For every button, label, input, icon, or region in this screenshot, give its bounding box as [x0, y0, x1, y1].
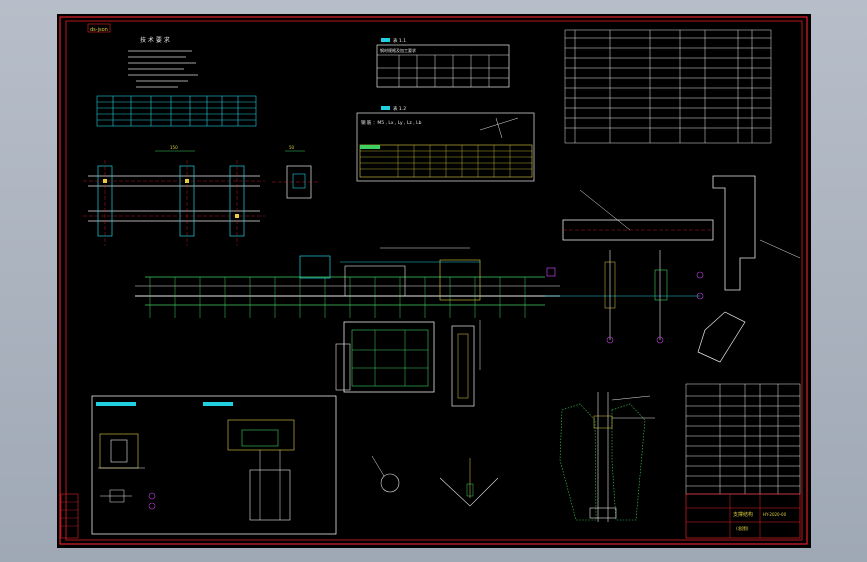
svg-text:表 1.1: 表 1.1 — [393, 37, 406, 44]
main-elevation-view — [135, 247, 560, 318]
drawing-sheet[interactable] — [57, 14, 811, 548]
svg-text:150: 150 — [170, 145, 178, 150]
svg-text:表 1.2: 表 1.2 — [393, 105, 406, 112]
foundation-section — [559, 392, 655, 522]
title-block-title: 支撑结构 — [733, 511, 753, 518]
svg-text:钢材规格及加工要求: 钢材规格及加工要求 — [380, 47, 416, 53]
revision-strip — [60, 493, 79, 539]
plan-view-assembly: 150 — [83, 145, 265, 246]
table-1-1: 表 1.1 钢材规格及加工要求 — [376, 37, 510, 88]
notes-block: 技 术 要 求 — [128, 36, 198, 88]
notes-title: 技 术 要 求 — [140, 36, 170, 44]
right-elevation-view — [545, 175, 801, 363]
table-1-2: 表 1.2 钢 筋 ：M5 , Lx , Ly , Lz , Lb — [356, 105, 535, 182]
title-block-number: HY-2020-00 — [763, 512, 787, 517]
svg-text:钢 筋 ：M5 , Lx , Ly , Lz , Lb: 钢 筋 ：M5 , Lx , Ly , Lz , Lb — [361, 119, 422, 126]
side-view-assembly: 50 — [272, 145, 318, 199]
detail-panel — [91, 395, 337, 535]
outer-border — [59, 16, 808, 545]
table-dimensions — [96, 95, 257, 127]
bom-table — [685, 383, 801, 495]
lower-frame-view — [335, 320, 481, 407]
inner-border — [65, 20, 803, 541]
corner-tag: ds-json — [90, 27, 108, 33]
corner-tag-box — [87, 23, 111, 33]
svg-text:50: 50 — [289, 145, 295, 150]
title-block: 支撑结构 (总图) HY-2020-00 — [685, 493, 801, 539]
title-block-subtitle: (总图) — [736, 525, 749, 532]
anchor-detail — [371, 455, 499, 507]
parts-list-table — [564, 29, 772, 144]
